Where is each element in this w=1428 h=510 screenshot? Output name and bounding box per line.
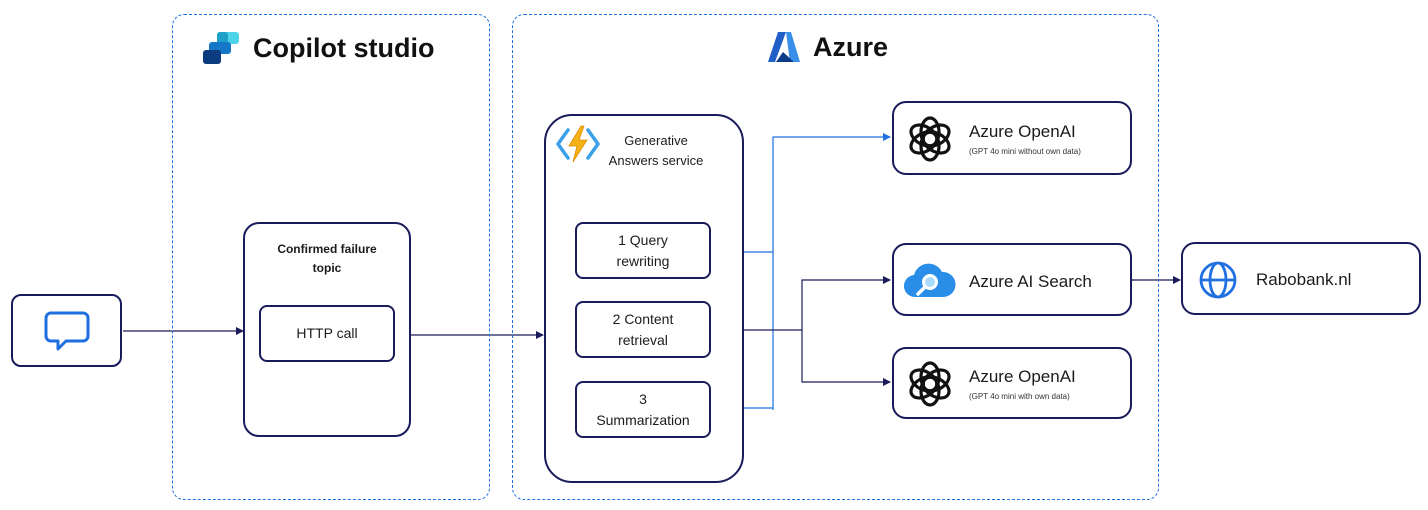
openai-logo-icon [909, 116, 951, 162]
azure-ai-search-title: Azure AI Search [969, 272, 1092, 291]
azure-logo-icon [768, 32, 800, 62]
copilot-studio-title: Copilot studio [203, 30, 434, 66]
function-app-icon [556, 125, 600, 163]
azure-openai-box-2[interactable]: Azure OpenAI (GPT 4o mini with own data) [892, 347, 1132, 419]
copilot-studio-title-text: Copilot studio [253, 32, 435, 63]
azure-title-text: Azure [813, 31, 889, 62]
azure-zone [512, 14, 1159, 500]
azure-openai-1-title: Azure OpenAI [969, 122, 1076, 141]
step-content-retrieval[interactable]: 2 Content retrieval [575, 301, 711, 358]
service-title: Generative Answers service [608, 133, 704, 168]
azure-openai-2-title: Azure OpenAI [969, 367, 1076, 386]
search-cloud-icon [904, 263, 956, 298]
topic-title: Confirmed failure topic [277, 242, 377, 275]
step-content-retrieval-label: 2 Content retrieval [612, 310, 674, 348]
azure-openai-1-subtitle: (GPT 4o mini without own data) [969, 147, 1081, 156]
arrow-to-openai-1 [772, 133, 891, 410]
azure-ai-search-box[interactable]: Azure AI Search [892, 243, 1132, 316]
globe-icon [1199, 261, 1237, 299]
step-summarization[interactable]: 3 Summarization [575, 381, 711, 438]
step-summarization-label: 3 Summarization [596, 390, 690, 428]
http-call-box[interactable]: HTTP call [259, 305, 395, 362]
arrow-to-search [801, 276, 891, 330]
azure-title: Azure [767, 30, 888, 64]
azure-openai-2-subtitle: (GPT 4o mini with own data) [969, 392, 1070, 401]
step-query-rewriting-label: 1 Query rewriting [616, 231, 670, 269]
copilot-studio-zone [172, 14, 490, 500]
chat-box[interactable] [11, 294, 122, 367]
arrow-to-openai-2 [801, 330, 891, 386]
rabobank-box[interactable]: Rabobank.nl [1181, 242, 1421, 315]
openai-logo-icon [909, 361, 951, 407]
azure-openai-box-1[interactable]: Azure OpenAI (GPT 4o mini without own da… [892, 101, 1132, 175]
rabobank-title: Rabobank.nl [1256, 270, 1352, 289]
copilot-studio-logo-icon [203, 32, 239, 64]
step-query-rewriting[interactable]: 1 Query rewriting [575, 222, 711, 279]
http-call-label: HTTP call [296, 325, 358, 341]
chat-bubble-icon [44, 311, 89, 350]
